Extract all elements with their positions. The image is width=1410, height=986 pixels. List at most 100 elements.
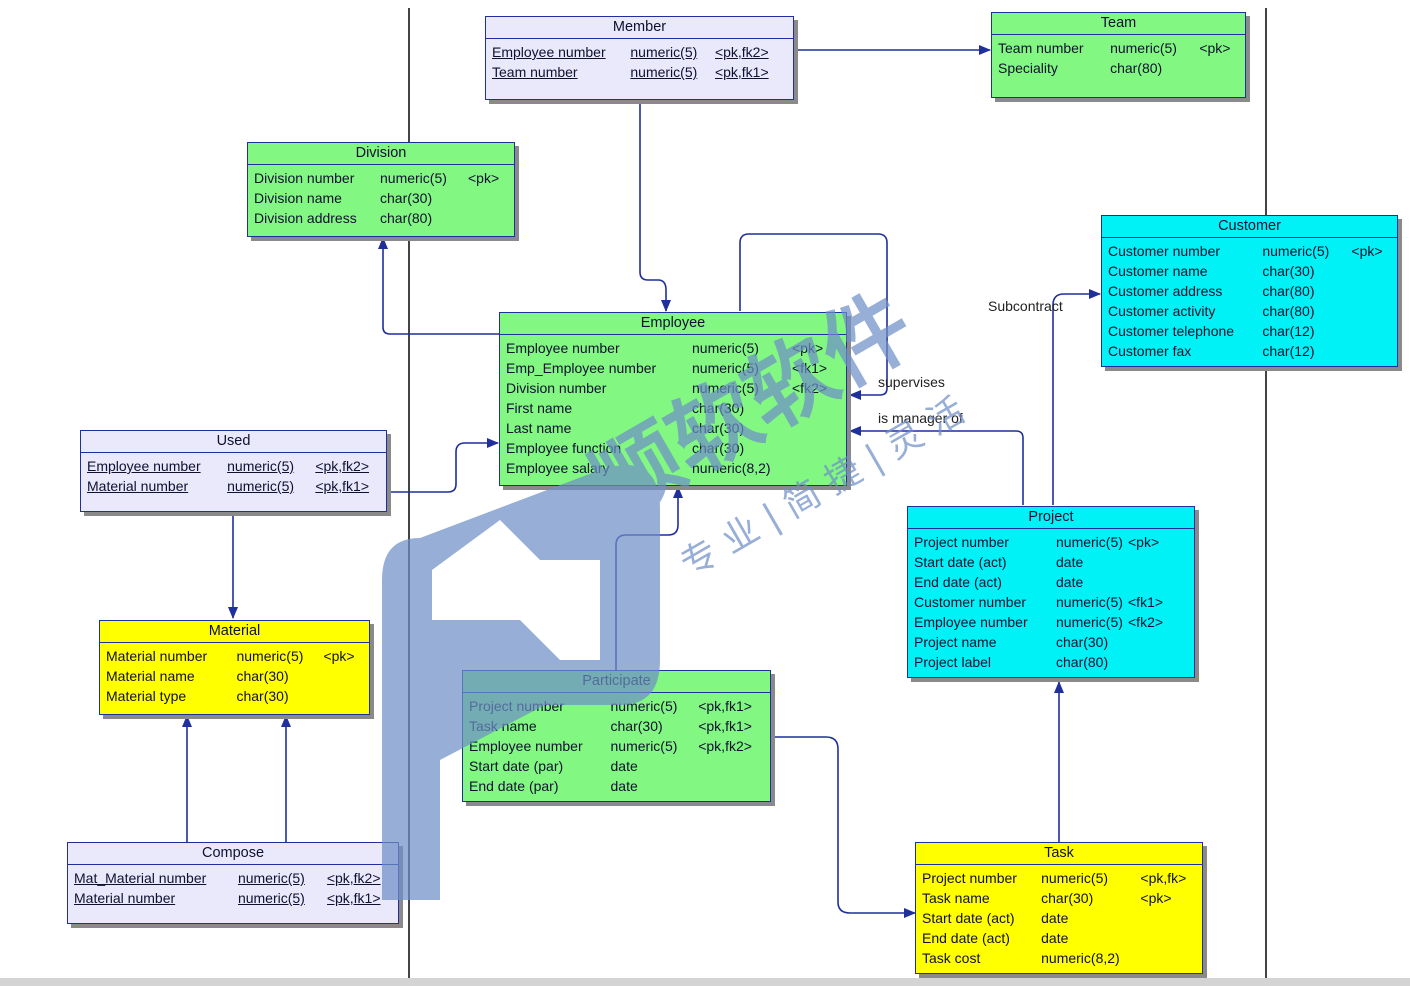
attribute-type: char(80) bbox=[1262, 283, 1315, 299]
attribute-name: Material number bbox=[106, 648, 208, 664]
attribute-row[interactable]: Start date (act)date bbox=[914, 552, 1188, 572]
attribute-name: Employee number bbox=[506, 340, 620, 356]
attribute-name: Employee number bbox=[469, 738, 583, 754]
attribute-name: First name bbox=[506, 400, 573, 416]
attribute-key bbox=[1199, 58, 1239, 78]
attribute-name: Team number bbox=[998, 40, 1084, 56]
attribute-key bbox=[698, 756, 764, 776]
attribute-name: Customer number bbox=[1108, 243, 1221, 259]
link-employee-supervises bbox=[739, 233, 888, 400]
attribute-name: Employee number bbox=[914, 614, 1028, 630]
attribute-row[interactable]: End date (act)date bbox=[914, 572, 1188, 592]
attribute-key bbox=[323, 666, 363, 686]
attribute-row[interactable]: End date (par)date bbox=[469, 776, 764, 796]
attribute-name: Start date (par) bbox=[469, 758, 564, 774]
attribute-name: Customer fax bbox=[1108, 343, 1192, 359]
attribute-type: numeric(5) bbox=[1262, 243, 1330, 259]
attribute-name: Task cost bbox=[922, 950, 981, 966]
attribute-key: <pk,fk> bbox=[1140, 870, 1187, 886]
attribute-key bbox=[792, 458, 836, 478]
attribute-key: <pk> bbox=[792, 340, 824, 356]
attribute-row[interactable]: End date (act)date bbox=[922, 928, 1196, 948]
attribute-type: char(30) bbox=[692, 440, 745, 456]
attribute-row[interactable]: Task cost numeric(8,2) bbox=[922, 948, 1196, 968]
entity-title: Project bbox=[908, 507, 1194, 529]
attribute-type: numeric(5) bbox=[1056, 534, 1123, 550]
entity-title: Used bbox=[81, 431, 386, 453]
attribute-key bbox=[468, 208, 508, 228]
relation-label-manager: is manager of bbox=[878, 410, 963, 426]
attribute-type: numeric(5) bbox=[630, 64, 698, 80]
attribute-type: numeric(8,2) bbox=[692, 460, 771, 476]
attribute-name: Project name bbox=[914, 634, 997, 650]
entity-title: Member bbox=[486, 17, 793, 39]
attribute-key bbox=[698, 776, 764, 796]
attribute-key: <pk,fk2> bbox=[326, 870, 381, 886]
attribute-type: date bbox=[1041, 930, 1069, 946]
attribute-name: Customer activity bbox=[1108, 303, 1216, 319]
attribute-type: char(30) bbox=[1056, 634, 1109, 650]
attribute-row[interactable]: Employee function char(30) bbox=[506, 438, 840, 458]
attribute-key bbox=[792, 438, 836, 458]
attribute-type: char(30) bbox=[380, 190, 433, 206]
attribute-type: numeric(5) bbox=[692, 360, 759, 376]
attribute-name: Division number bbox=[506, 380, 607, 396]
attribute-name: Employee function bbox=[506, 440, 622, 456]
attribute-row[interactable]: Start date (par)date bbox=[469, 756, 764, 776]
attribute-type: char(30) bbox=[692, 420, 745, 436]
attribute-key bbox=[1351, 341, 1391, 361]
attribute-row[interactable]: Start date (act)date bbox=[922, 908, 1196, 928]
attribute-row[interactable]: Last name char(30) bbox=[506, 418, 840, 438]
attribute-type: numeric(5) bbox=[1110, 40, 1177, 56]
attribute-type: numeric(8,2) bbox=[1041, 950, 1120, 966]
attribute-name: Last name bbox=[506, 420, 572, 436]
link-project-employee bbox=[849, 426, 1024, 505]
attribute-row[interactable]: Project name char(30) bbox=[914, 632, 1188, 652]
